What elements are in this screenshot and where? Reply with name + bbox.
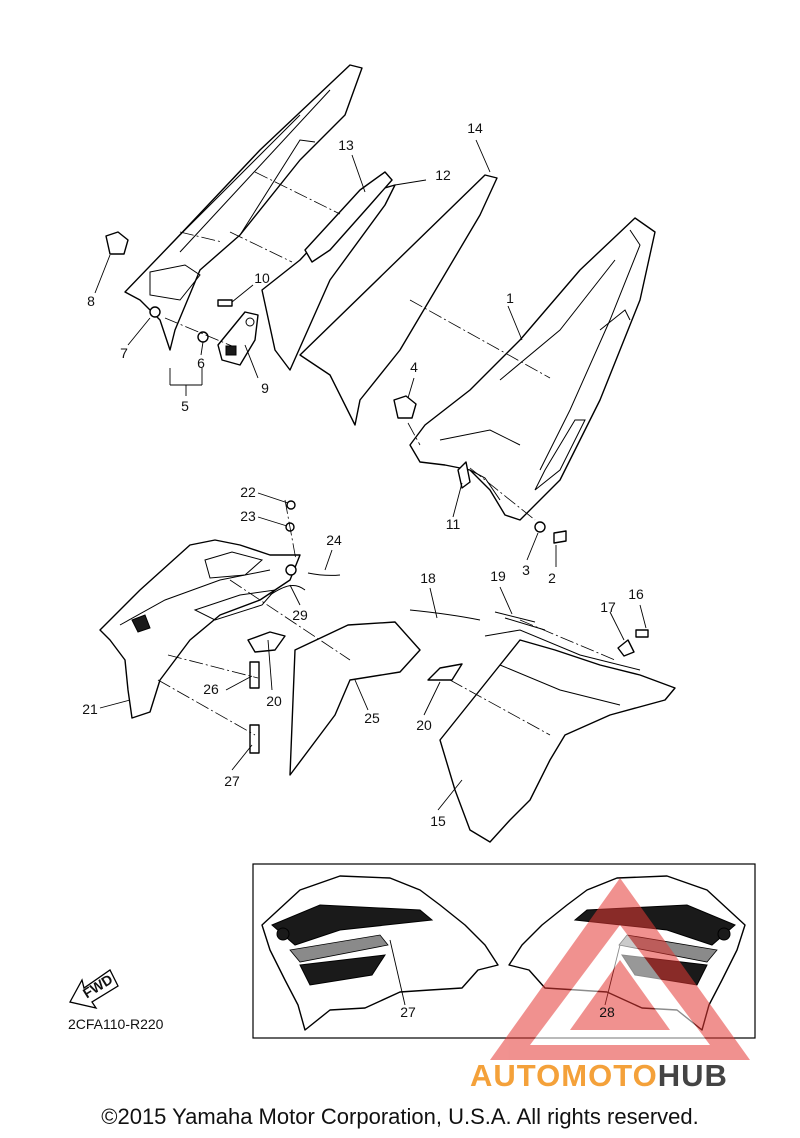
callout-27: 27 — [400, 1004, 416, 1020]
callout-26: 26 — [203, 681, 219, 697]
part-15-shroud — [439, 629, 676, 843]
callout-9: 9 — [261, 380, 269, 396]
callout-5: 5 — [181, 398, 189, 414]
watermark-triangle — [490, 878, 750, 1060]
diagram-code: 2CFA110-R220 — [68, 1016, 164, 1032]
callout-17: 17 — [600, 599, 616, 615]
callout-22: 22 — [240, 484, 256, 500]
watermark-logo: AUTOMOTOHUB — [470, 1058, 728, 1094]
callout-13: 13 — [338, 137, 354, 153]
part-5-frame-cover — [124, 64, 363, 351]
callout-2: 2 — [548, 570, 556, 586]
center-lines — [157, 171, 616, 736]
part-9-bracket — [217, 311, 259, 366]
callout-15: 15 — [430, 813, 446, 829]
callout-19: 19 — [490, 568, 506, 584]
callout-29: 29 — [292, 607, 308, 623]
callout-24: 24 — [326, 532, 342, 548]
callout-7: 7 — [120, 345, 128, 361]
callout-20: 20 — [266, 693, 282, 709]
fwd-arrow-icon: FWD — [69, 969, 119, 1010]
callout-12: 12 — [435, 167, 451, 183]
part-14-shield — [299, 174, 498, 426]
callout-18: 18 — [420, 570, 436, 586]
callout-3: 3 — [522, 562, 530, 578]
callout-21: 21 — [82, 701, 98, 717]
callout-25: 25 — [364, 710, 380, 726]
callout-11: 11 — [446, 516, 461, 532]
callout-28: 28 — [599, 1004, 615, 1020]
lower-small-parts — [247, 500, 649, 754]
leader-lines — [94, 139, 647, 811]
callout-8: 8 — [87, 293, 95, 309]
part-28-decal — [261, 875, 499, 1031]
copyright-notice: ©2015 Yamaha Motor Corporation, U.S.A. A… — [101, 1104, 699, 1129]
callout-27: 27 — [224, 773, 240, 789]
callout-20: 20 — [416, 717, 432, 733]
watermark-text-1: AUTOMOTO — [470, 1058, 658, 1093]
callout-16: 16 — [628, 586, 644, 602]
callout-4: 4 — [410, 359, 418, 375]
part-13-strip — [304, 171, 393, 263]
part-1-side-cover — [409, 217, 656, 521]
callout-10: 10 — [254, 270, 270, 286]
callout-23: 23 — [240, 508, 256, 524]
callout-6: 6 — [197, 355, 205, 371]
fastener-parts-upper — [105, 231, 567, 544]
watermark-text-2: HUB — [657, 1058, 728, 1093]
callout-14: 14 — [467, 120, 483, 136]
part-26-plate — [289, 621, 421, 776]
part-21-shroud — [99, 539, 301, 719]
callout-1: 1 — [506, 290, 514, 306]
